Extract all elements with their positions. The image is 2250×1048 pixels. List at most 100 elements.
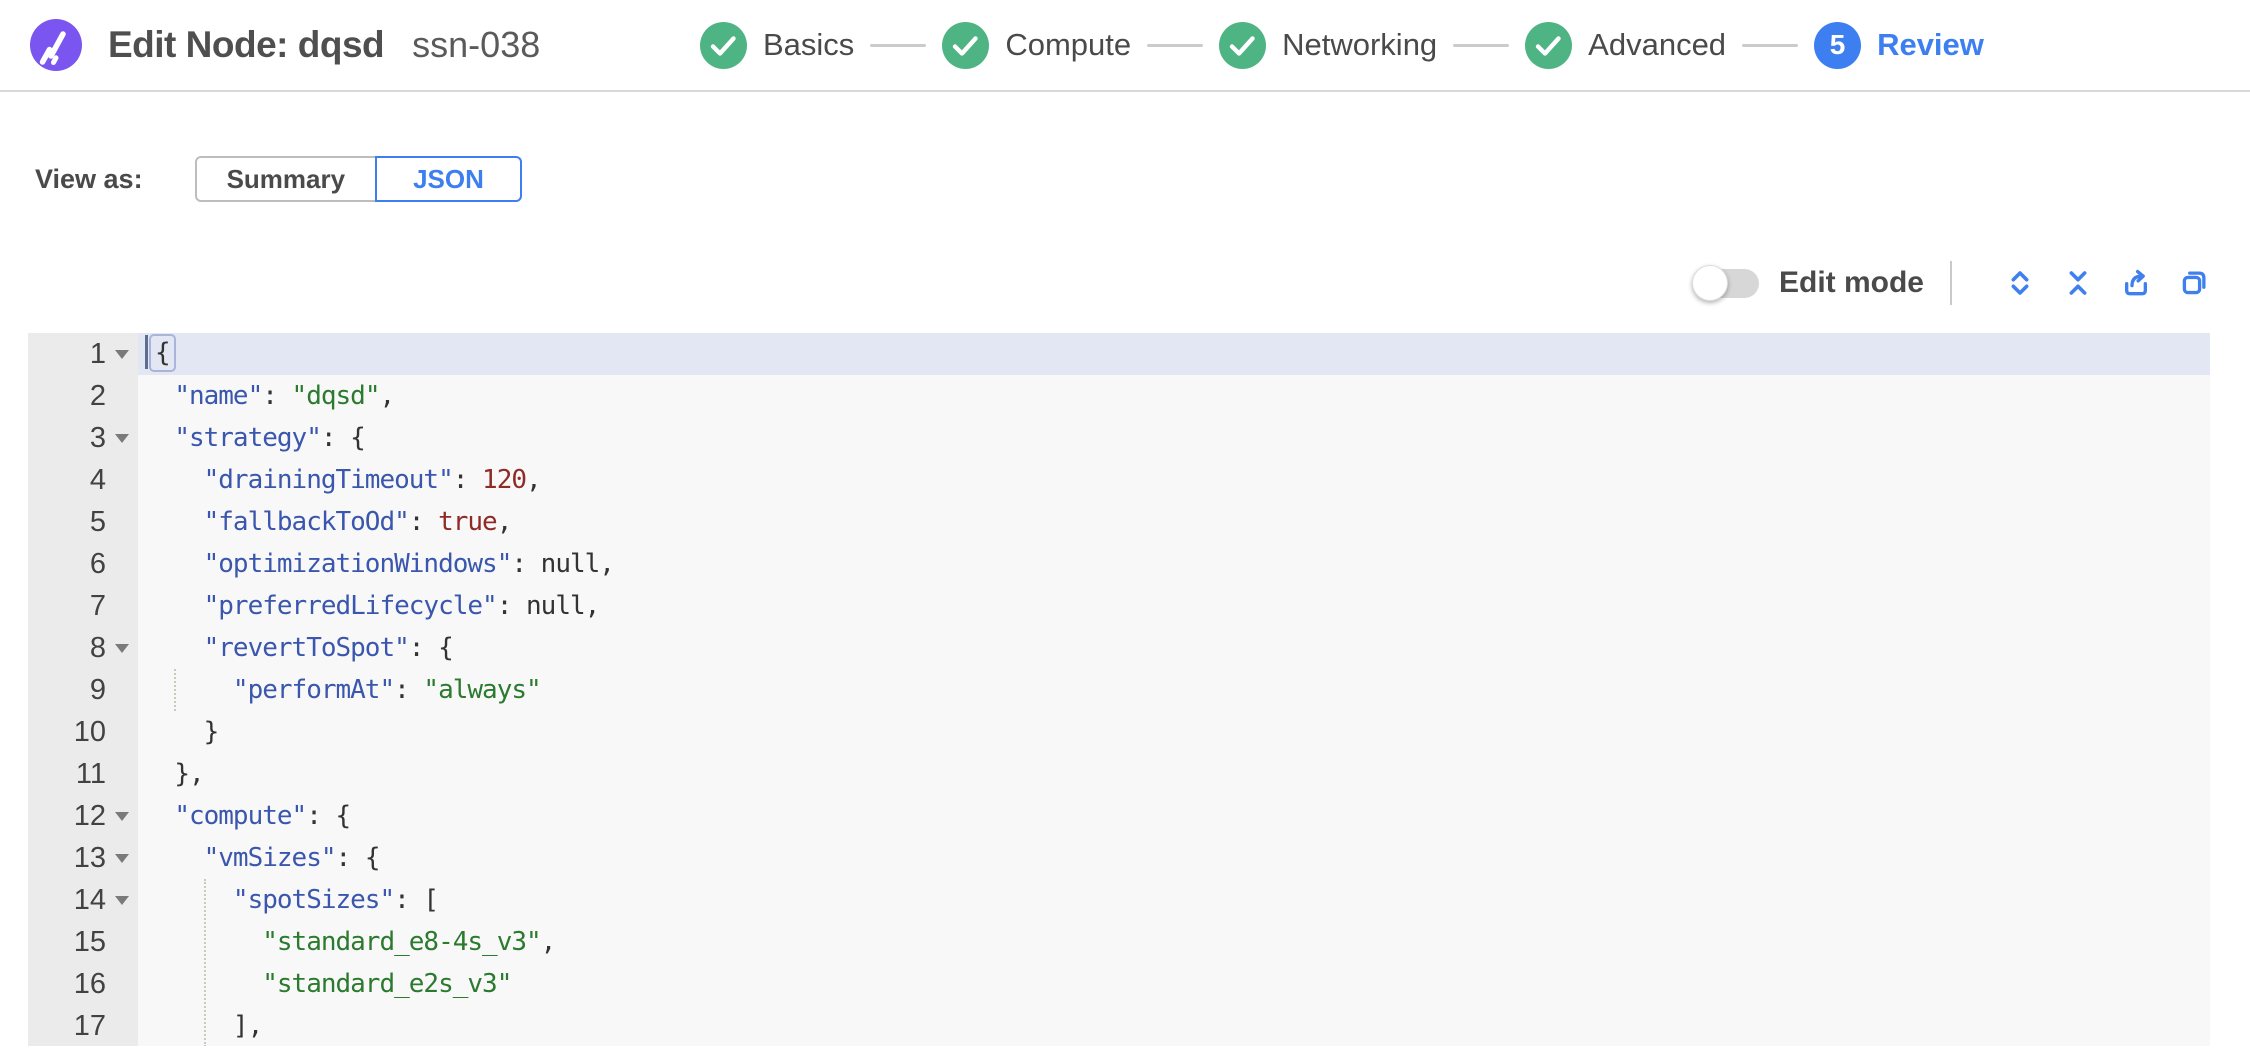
- code-line[interactable]: "standard_e2s_v3": [262, 969, 512, 999]
- fold-slot: [106, 669, 138, 711]
- toggle-knob[interactable]: [1691, 264, 1728, 301]
- view-as-label: View as:: [35, 163, 143, 194]
- expand-all-icon[interactable]: [2004, 267, 2036, 299]
- step-connector: [1742, 43, 1799, 47]
- edit-mode-toggle[interactable]: [1691, 264, 1759, 301]
- fold-slot: [106, 1005, 138, 1046]
- step-check-icon: [1219, 21, 1267, 69]
- gutter-row: 14: [28, 879, 138, 921]
- step-number-badge: 5: [1814, 21, 1862, 69]
- fold-slot: [106, 627, 138, 669]
- gutter-row: 9: [28, 669, 138, 711]
- fold-slot: [106, 333, 138, 375]
- step-label: Basics: [763, 27, 855, 62]
- fold-slot: [106, 963, 138, 1005]
- fold-slot: [106, 795, 138, 837]
- line-number: 3: [89, 421, 106, 454]
- text-cursor: [145, 335, 148, 369]
- wizard-step-basics[interactable]: Basics: [700, 21, 855, 69]
- code-line[interactable]: "standard_e8-4s_v3",: [262, 927, 556, 957]
- code-line[interactable]: "drainingTimeout": 120,: [203, 465, 542, 495]
- fold-slot: [106, 753, 138, 795]
- gutter-row: 15: [28, 921, 138, 963]
- line-number: 9: [89, 673, 106, 706]
- code-line[interactable]: {: [138, 333, 2210, 375]
- step-connector: [1147, 43, 1204, 47]
- wizard-header: Edit Node: dqsd ssn-038 Basics Compute Net…: [0, 0, 2250, 92]
- wizard-steps: Basics Compute Networking Advanced 5 Review: [700, 0, 1984, 90]
- wizard-step-networking[interactable]: Networking: [1219, 21, 1438, 69]
- wizard-step-review[interactable]: 5 Review: [1814, 21, 1984, 69]
- indent-guide: [174, 669, 177, 711]
- fold-slot: [106, 711, 138, 753]
- gutter-row: 17: [28, 1005, 138, 1046]
- editor-code-area[interactable]: { "name": "dqsd", "strategy": { "drainin…: [138, 333, 2210, 1046]
- fold-slot: [106, 417, 138, 459]
- fold-arrow-icon[interactable]: [115, 895, 129, 905]
- code-line[interactable]: ],: [232, 1011, 263, 1041]
- gutter-row: 2: [28, 375, 138, 417]
- view-as-toggle: Summary JSON: [194, 156, 522, 202]
- code-line[interactable]: "name": "dqsd",: [174, 381, 395, 411]
- editor-toolbar: Edit mode: [1691, 256, 2210, 310]
- gutter-row: 13: [28, 837, 138, 879]
- fold-slot: [106, 459, 138, 501]
- matching-bracket-highlight: {: [149, 333, 176, 372]
- line-number: 6: [89, 547, 106, 580]
- view-as-json-button[interactable]: JSON: [375, 156, 522, 202]
- code-line[interactable]: "fallbackToOd": true,: [203, 507, 513, 537]
- wizard-step-compute[interactable]: Compute: [942, 21, 1132, 69]
- gutter-row: 4: [28, 459, 138, 501]
- step-label: Networking: [1282, 27, 1438, 62]
- line-number: 11: [75, 757, 106, 790]
- gutter-row: 8: [28, 627, 138, 669]
- gutter-row: 6: [28, 543, 138, 585]
- code-line[interactable]: "optimizationWindows": null,: [203, 549, 615, 579]
- gutter-row: 11: [28, 753, 138, 795]
- code-line[interactable]: "compute": {: [174, 801, 351, 831]
- code-line[interactable]: "vmSizes": {: [203, 843, 381, 873]
- fold-slot: [106, 501, 138, 543]
- fold-arrow-icon[interactable]: [115, 349, 129, 359]
- fold-slot: [106, 837, 138, 879]
- fold-arrow-icon[interactable]: [115, 643, 129, 653]
- page-title: Edit Node: dqsd: [108, 24, 385, 65]
- export-icon[interactable]: [2120, 267, 2152, 299]
- code-line[interactable]: "spotSizes": [: [232, 885, 439, 915]
- step-label: Compute: [1005, 27, 1132, 62]
- copy-icon[interactable]: [2178, 267, 2210, 299]
- collapse-all-icon[interactable]: [2062, 267, 2094, 299]
- fold-slot: [106, 879, 138, 921]
- line-number: 13: [73, 841, 106, 874]
- step-connector: [1453, 43, 1510, 47]
- gutter-row: 10: [28, 711, 138, 753]
- node-id-text: ssn-038: [412, 24, 541, 65]
- fold-arrow-icon[interactable]: [115, 433, 129, 443]
- fold-arrow-icon[interactable]: [115, 853, 129, 863]
- step-check-icon: [1525, 21, 1573, 69]
- toolbar-divider: [1950, 261, 1952, 305]
- code-line[interactable]: "revertToSpot": {: [203, 633, 454, 663]
- gutter-row: 7: [28, 585, 138, 627]
- gutter-row: 3: [28, 417, 138, 459]
- code-line[interactable]: "performAt": "always": [232, 675, 542, 705]
- line-number: 5: [89, 505, 106, 538]
- code-line[interactable]: }: [203, 717, 220, 747]
- line-number: 8: [89, 631, 106, 664]
- line-number: 2: [89, 379, 106, 412]
- line-number: 4: [89, 463, 106, 496]
- step-connector: [870, 43, 927, 47]
- wizard-step-advanced[interactable]: Advanced: [1525, 21, 1726, 69]
- code-line[interactable]: "strategy": {: [174, 423, 366, 453]
- view-as-summary-button[interactable]: Summary: [194, 156, 378, 202]
- toolbar-icons: [1978, 267, 2210, 299]
- line-number: 15: [73, 925, 106, 958]
- line-number: 10: [73, 715, 106, 748]
- code-line[interactable]: "preferredLifecycle": null,: [203, 591, 601, 621]
- line-number: 14: [73, 883, 106, 916]
- code-line[interactable]: },: [174, 759, 204, 789]
- step-label: Review: [1877, 27, 1984, 62]
- fold-arrow-icon[interactable]: [115, 811, 129, 821]
